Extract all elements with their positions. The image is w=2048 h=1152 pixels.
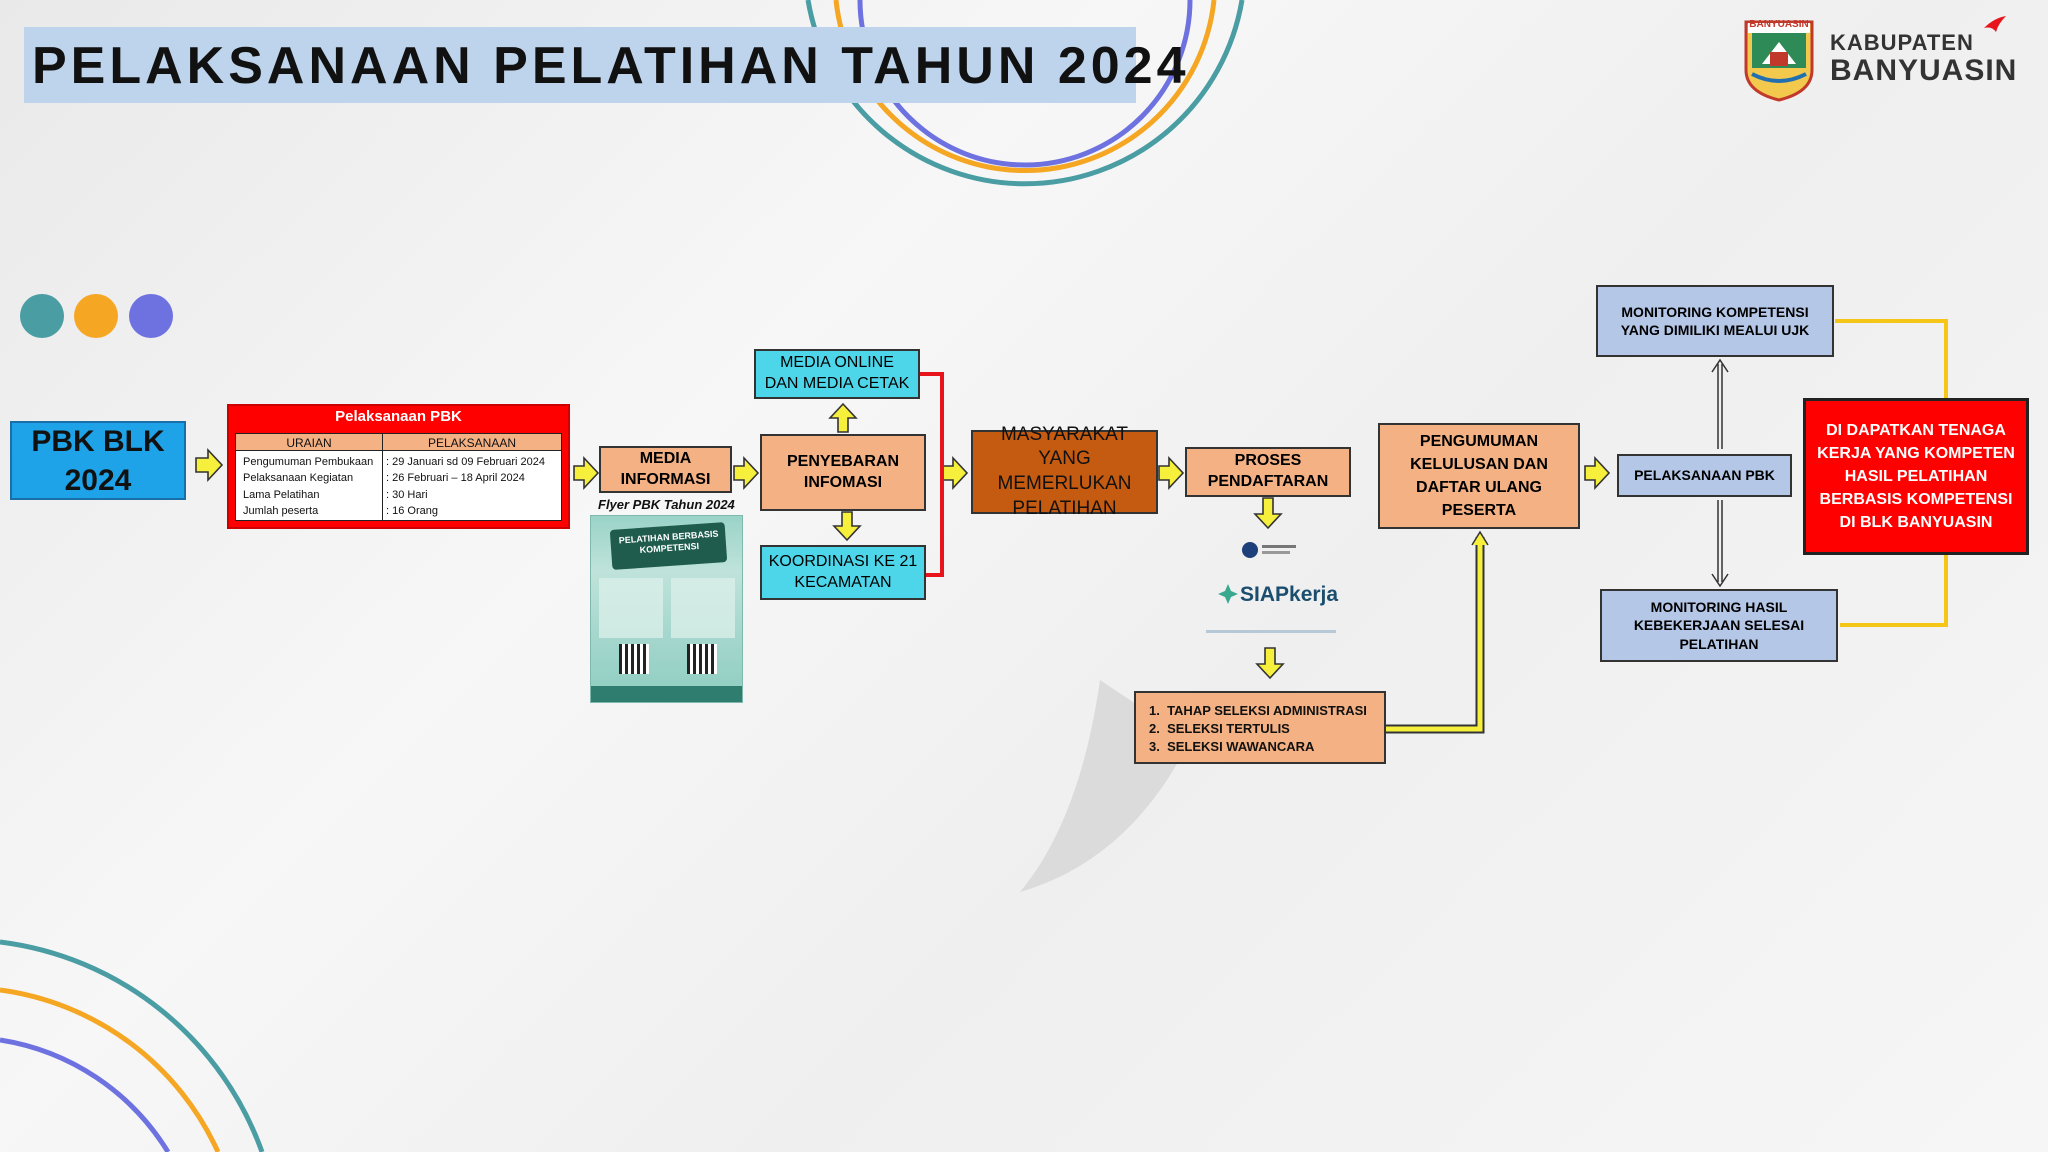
- penyebaran-informasi-box: PENYEBARAN INFOMASI: [760, 434, 926, 511]
- table-cell: Pengumuman Pembukaan: [243, 456, 374, 468]
- violet-dot: [129, 294, 173, 338]
- seleksi-box: [1134, 691, 1386, 764]
- banyuasin-emblem-icon: [1744, 20, 1814, 102]
- flyer-image: PELATIHAN BERBASIS KOMPETENSI: [590, 515, 743, 703]
- result-box: DI DAPATKAN TENAGA KERJA YANG KOMPETEN H…: [1803, 398, 2029, 555]
- seleksi-item: 3. SELEKSI WAWANCARA: [1149, 739, 1315, 754]
- siapkerja-logo-icon: [1218, 584, 1238, 604]
- table-cell: : 29 Januari sd 09 Februari 2024: [386, 456, 545, 468]
- qr-code-icon: [619, 644, 649, 674]
- seleksi-item: 2. SELEKSI TERTULIS: [1149, 721, 1290, 736]
- proses-pendaftaran-box: PROSES PENDAFTARAN: [1185, 447, 1351, 497]
- logo-line1: KABUPATEN: [1830, 30, 1974, 55]
- media-online-box: MEDIA ONLINE DAN MEDIA CETAK: [754, 349, 920, 399]
- seleksi-item: 1. TAHAP SELEKSI ADMINISTRASI: [1149, 703, 1367, 718]
- bird-icon: [1984, 16, 2006, 32]
- column-header-uraian: URAIAN: [286, 436, 332, 450]
- table-column-divider: [382, 434, 383, 520]
- flyer-column-right: [671, 578, 735, 638]
- media-informasi-box: MEDIA INFORMASI: [599, 446, 732, 493]
- logo-emblem-text: BANYUASIN: [1749, 19, 1809, 30]
- table-cell: : 26 Februari – 18 April 2024: [386, 472, 525, 484]
- flyer-column-left: [599, 578, 663, 638]
- table-header: [236, 434, 561, 451]
- pbk-blk-2024-box: PBK BLK 2024: [10, 421, 186, 500]
- teal-dot: [20, 294, 64, 338]
- qr-code-icon: [687, 644, 717, 674]
- siapkerja-logo-text: SIAPkerja: [1240, 583, 1339, 606]
- monitoring-hasil-box: MONITORING HASIL KEBEKERJAAN SELESAI PEL…: [1600, 589, 1838, 662]
- pelaksanaan-pbk-box: PELAKSANAAN PBK: [1617, 454, 1792, 497]
- page-title: PELAKSANAAN PELATIHAN TAHUN 2024: [32, 37, 1190, 95]
- title-band: [24, 27, 1136, 103]
- table-cell: : 16 Orang: [386, 505, 438, 517]
- table-cell: : 30 Hari: [386, 489, 428, 501]
- logo-line2: BANYUASIN: [1830, 54, 2018, 87]
- flyer-caption: Flyer PBK Tahun 2024: [598, 497, 735, 512]
- pengumuman-box: PENGUMUMAN KELULUSAN DAN DAFTAR ULANG PE…: [1378, 423, 1580, 529]
- orange-dot: [74, 294, 118, 338]
- masyarakat-box: MASYARAKAT YANG MEMERLUKAN PELATIHAN: [971, 424, 1158, 519]
- table-cell: Lama Pelatihan: [243, 489, 320, 501]
- flyer-footer: [591, 686, 742, 702]
- table-cell: Jumlah peserta: [243, 505, 319, 517]
- monitoring-kompetensi-box: MONITORING KOMPETENSI YANG DIMILIKI MEAL…: [1596, 285, 1834, 357]
- table-cell: Pelaksanaan Kegiatan: [243, 472, 354, 484]
- siapkerja-tagline: [1206, 630, 1336, 633]
- kemnaker-logo-icon: [1242, 542, 1296, 558]
- column-header-pelaksanaan: PELAKSANAAN: [427, 436, 517, 450]
- pelaksanaan-pbk-title: Pelaksanaan PBK: [335, 408, 462, 425]
- koordinasi-box: KOORDINASI KE 21 KECAMATAN: [760, 545, 926, 600]
